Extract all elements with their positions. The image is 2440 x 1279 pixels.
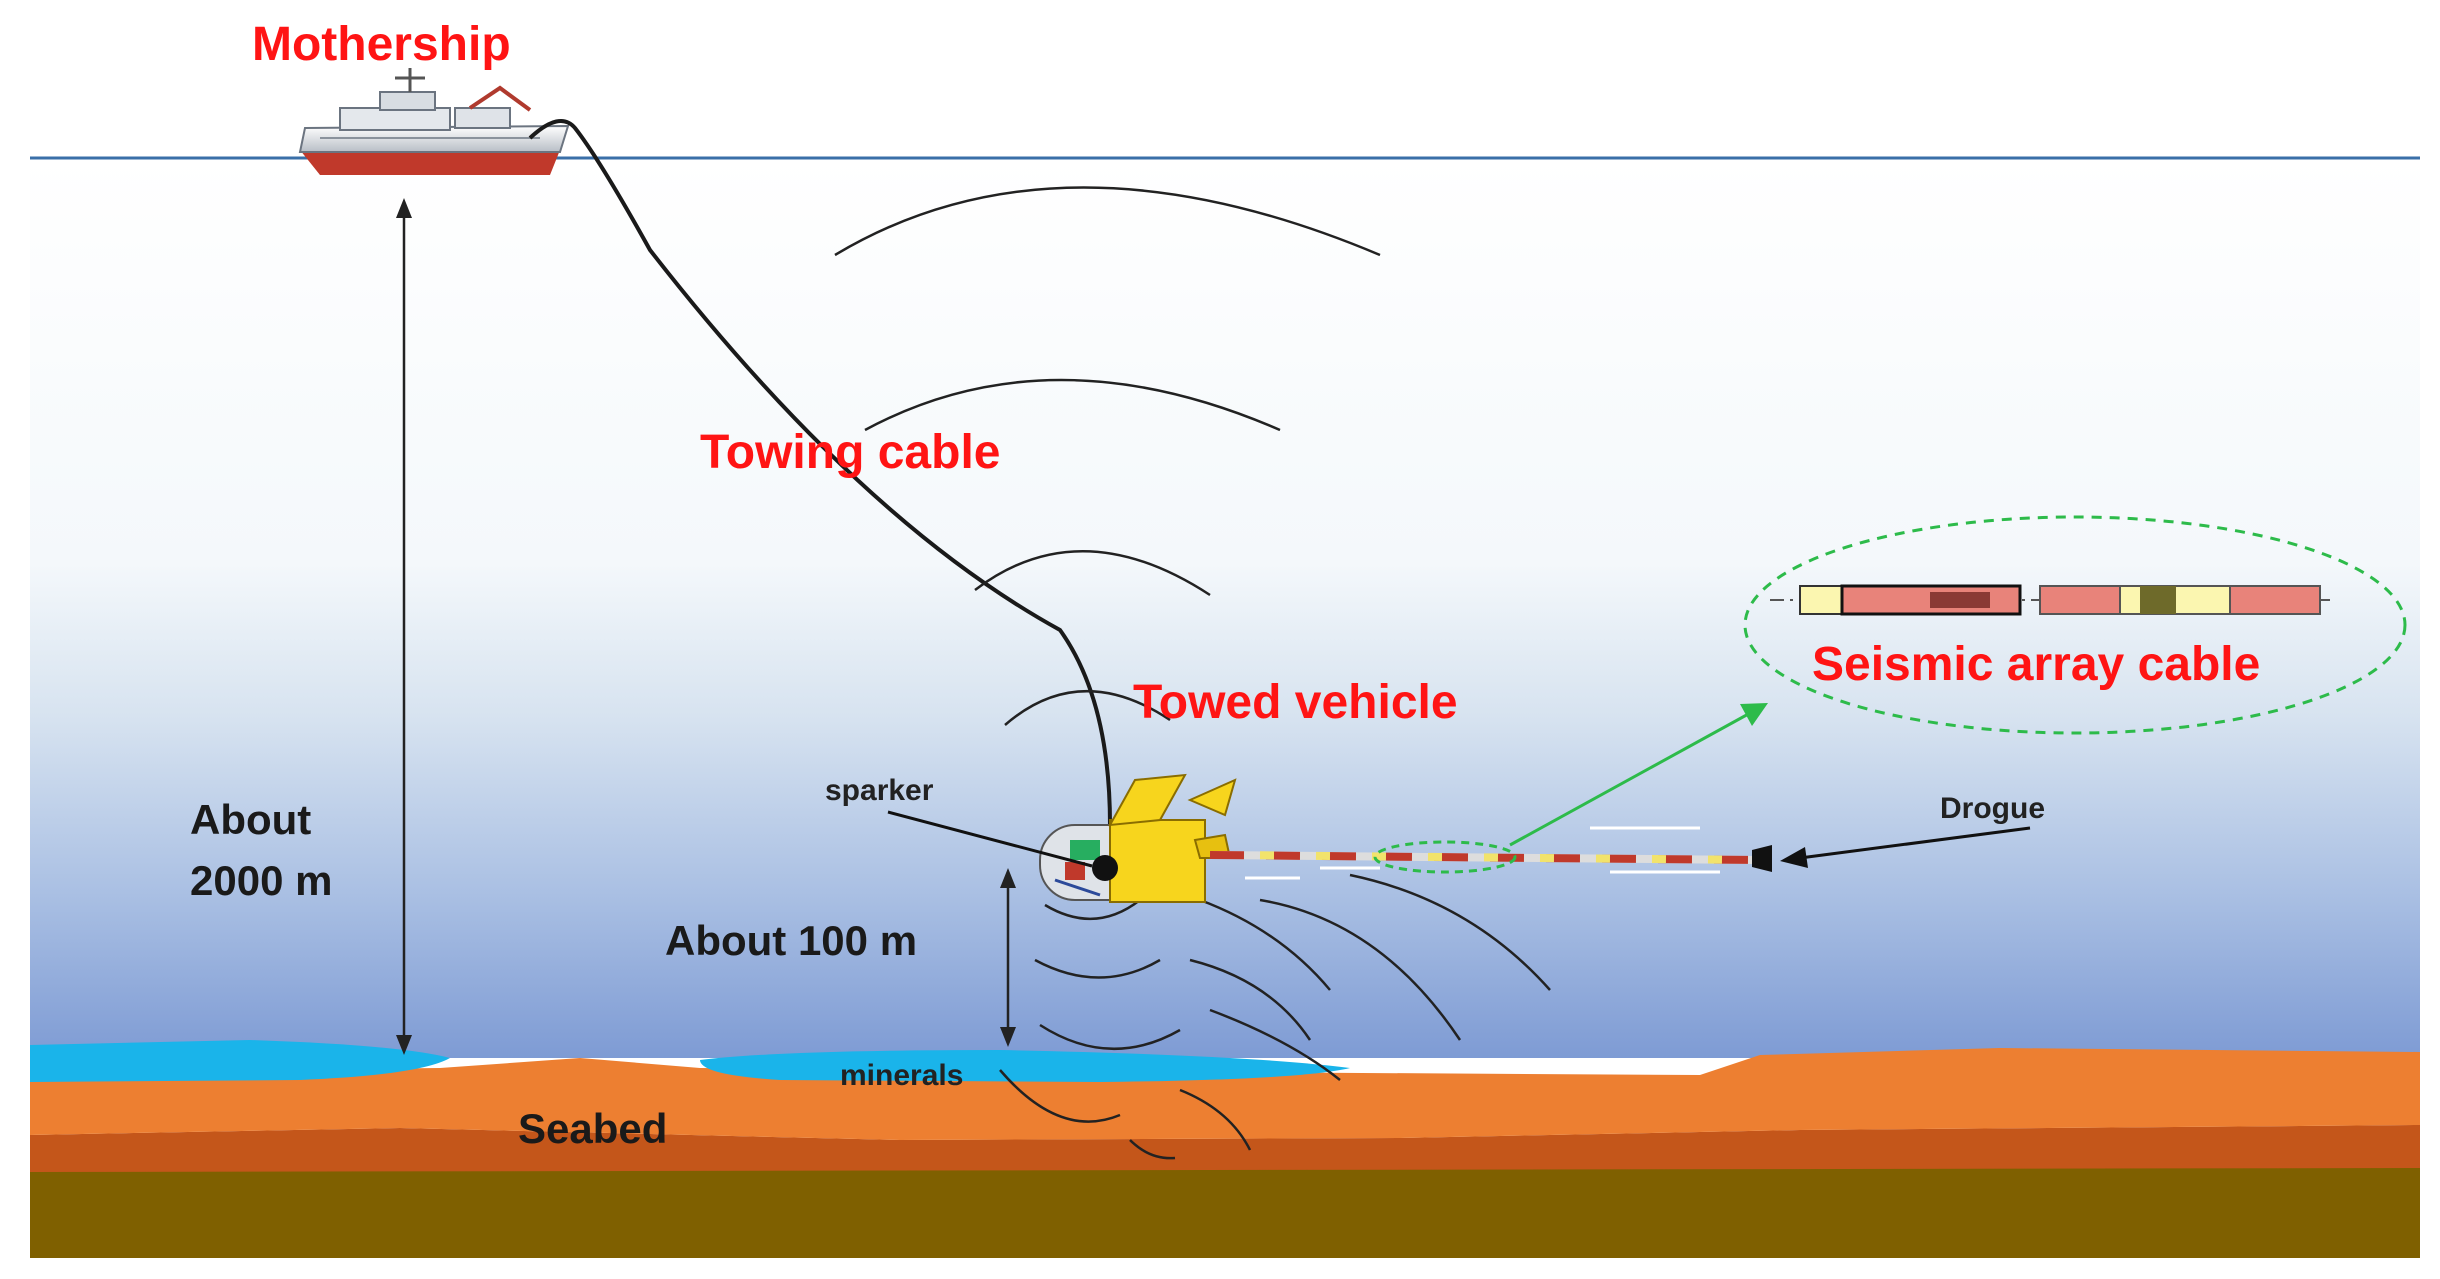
altitude-arrow xyxy=(1000,868,1016,1047)
seabed-upper-layer xyxy=(30,1048,2420,1140)
total-depth-label-line2: 2000 m xyxy=(190,857,332,904)
mothership-icon xyxy=(298,68,570,175)
acoustic-wavefronts-upward xyxy=(834,186,1381,726)
drogue-label: Drogue xyxy=(1940,792,2045,825)
acoustic-wavefronts-downward xyxy=(999,873,1551,1160)
seismic-array-zoom-ellipse xyxy=(1743,515,2407,735)
towing-cable-label: Towing cable xyxy=(700,426,1000,479)
seismic-streamer xyxy=(1209,826,1756,880)
drogue-icon xyxy=(1752,845,1772,872)
altitude-label: About 100 m xyxy=(665,917,917,964)
streamer-section-highlight xyxy=(1373,840,1517,874)
seismic-array-section-icon xyxy=(1770,584,2330,616)
total-depth-label-line1: About xyxy=(190,796,311,843)
minerals-label: minerals xyxy=(840,1059,963,1092)
seismic-array-cable-label: Seismic array cable xyxy=(1812,638,2260,691)
seabed-lower-layer xyxy=(30,1125,2420,1172)
towed-vehicle-label: Towed vehicle xyxy=(1133,676,1458,729)
zoom-arrow xyxy=(1509,703,1768,847)
towing-cable xyxy=(528,118,1112,826)
mineral-deposit-center xyxy=(700,1050,1350,1082)
sediment-layer xyxy=(30,1150,2420,1258)
total-depth-arrow xyxy=(396,198,412,1055)
mothership-label: Mothership xyxy=(252,18,511,71)
sparker-label: sparker xyxy=(825,774,934,807)
drogue-pointer xyxy=(1780,826,2031,868)
water-column xyxy=(30,158,2420,1058)
seabed-label: Seabed xyxy=(518,1105,667,1152)
towed-vehicle-icon xyxy=(1039,773,1237,903)
mineral-deposit-left xyxy=(30,1040,450,1082)
sparker-pointer xyxy=(887,810,1093,868)
